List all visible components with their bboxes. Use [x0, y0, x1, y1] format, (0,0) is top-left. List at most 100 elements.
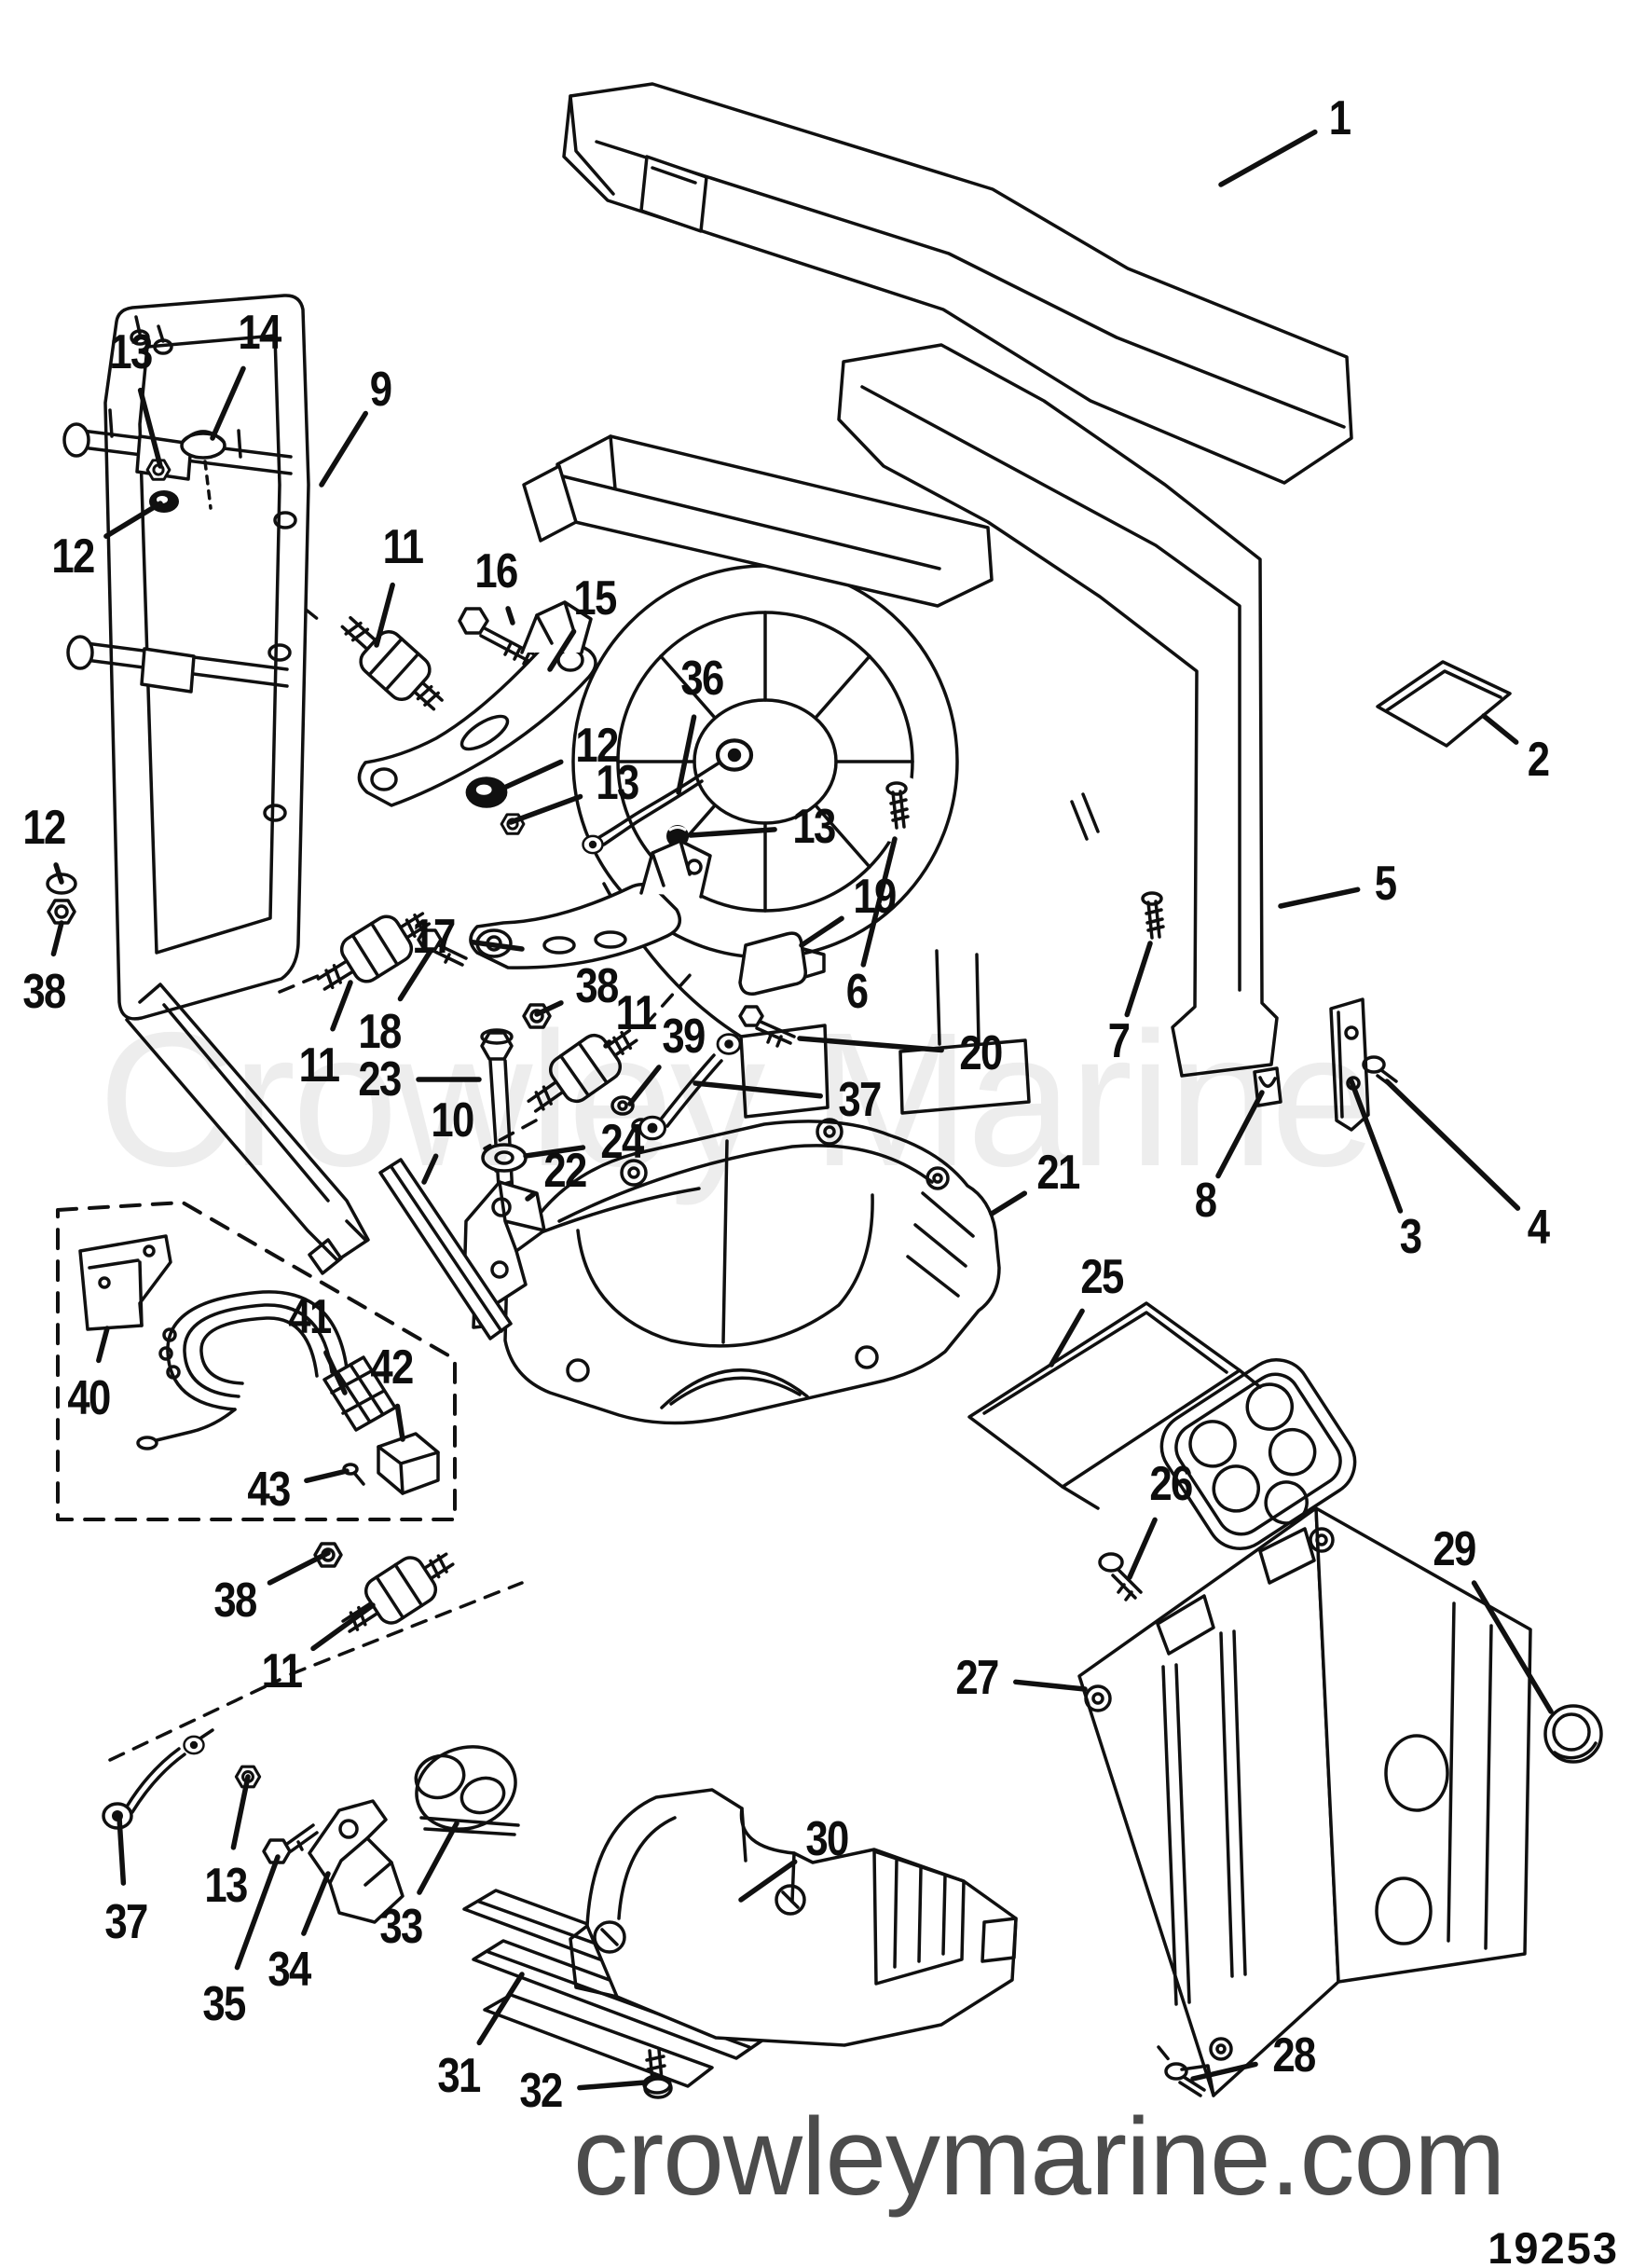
callout-21: 21 [1036, 1146, 1080, 1200]
leader-line-33 [417, 1821, 459, 1895]
part-35-bolt [262, 1823, 319, 1864]
part-42-relay [377, 1432, 440, 1495]
part-37-ground-wire-lower [125, 1728, 214, 1814]
leader-line-26 [1127, 1517, 1158, 1580]
callout-23: 23 [358, 1052, 402, 1107]
leader-line-40 [96, 1326, 110, 1364]
leader-line-19 [799, 915, 844, 948]
leader-line-29 [1471, 1580, 1554, 1714]
leader-line-2 [1481, 713, 1519, 745]
leader-line-22 [525, 1191, 537, 1202]
leader-line-11 [310, 1602, 376, 1652]
part-25-junction-box [967, 1301, 1357, 1550]
part-6-screw [865, 776, 932, 843]
callout-38: 38 [22, 965, 66, 1019]
leader-line-28 [1190, 2061, 1258, 2082]
leader-line-1 [1218, 129, 1318, 187]
leader-line-12 [491, 759, 564, 795]
callout-8: 8 [1194, 1174, 1217, 1228]
callout-37: 37 [838, 1073, 882, 1127]
callout-11: 11 [261, 1644, 304, 1698]
callout-13: 13 [109, 325, 153, 379]
callout-16: 16 [474, 544, 518, 598]
leader-line-13 [230, 1774, 251, 1850]
part-15-link-arm [357, 600, 597, 807]
leader-line-10 [421, 1153, 439, 1185]
leader-line-9 [319, 410, 368, 488]
leader-line-4 [1384, 1079, 1521, 1211]
website-watermark: crowleymarine.com [573, 2096, 1505, 2219]
callout-27: 27 [955, 1651, 999, 1705]
part-28-screw [1164, 2062, 1206, 2097]
leader-line-35 [234, 1854, 281, 1971]
callout-38: 38 [575, 959, 619, 1013]
callout-2: 2 [1527, 733, 1550, 787]
wiring-kit-dashed-box [56, 1201, 457, 1521]
leader-line-20 [797, 1036, 944, 1053]
leader-line-17 [469, 939, 525, 952]
callout-13: 13 [204, 1859, 248, 1913]
leader-line-11 [374, 582, 395, 648]
callout-22: 22 [543, 1144, 587, 1198]
leader-line-11 [603, 1039, 612, 1049]
callout-29: 29 [1433, 1522, 1476, 1576]
callout-1: 1 [1328, 91, 1351, 145]
diagram-number: 19253 [1488, 2223, 1619, 2268]
callout-35: 35 [202, 1977, 246, 2031]
callout-11: 11 [298, 1038, 341, 1093]
part-18-bolt [417, 928, 468, 967]
leader-line-37 [117, 1815, 127, 1886]
callout-38: 38 [213, 1574, 257, 1628]
callout-6: 6 [845, 965, 869, 1019]
part-37-ground-wire [658, 1053, 723, 1128]
callout-36: 36 [680, 652, 724, 706]
leader-line-32 [577, 2080, 648, 2091]
callout-34: 34 [267, 1943, 311, 1997]
leader-line-14 [210, 365, 246, 441]
callout-33: 33 [379, 1900, 423, 1954]
leader-line-39 [627, 1065, 662, 1107]
callout-39: 39 [662, 1010, 706, 1064]
callout-13: 13 [596, 756, 639, 810]
leader-line-7 [1124, 941, 1153, 1018]
leader-line-41 [323, 1350, 348, 1395]
callout-9: 9 [369, 363, 392, 417]
leader-line-24 [523, 1145, 586, 1159]
callout-12: 12 [22, 801, 66, 855]
callout-3: 3 [1399, 1210, 1422, 1264]
callout-26: 26 [1149, 1457, 1193, 1511]
callout-10: 10 [431, 1093, 474, 1148]
leader-line-11 [330, 980, 353, 1032]
callout-31: 31 [437, 2049, 481, 2103]
leader-line-5 [1278, 887, 1361, 909]
callout-20: 20 [959, 1026, 1003, 1080]
leader-line-38 [50, 920, 64, 957]
leader-line-43 [304, 1468, 350, 1484]
leader-line-3 [1349, 1079, 1404, 1214]
callout-11: 11 [615, 986, 658, 1040]
callout-5: 5 [1374, 857, 1397, 911]
leader-line-6 [860, 836, 898, 968]
part-20-screw [738, 1005, 796, 1048]
leader-line-13 [137, 387, 163, 469]
callout-17: 17 [412, 910, 456, 964]
leader-line-34 [301, 1871, 331, 1936]
callout-12: 12 [51, 529, 95, 584]
callout-12: 12 [575, 719, 619, 773]
part-1-top-cover [562, 82, 1353, 485]
callout-25: 25 [1080, 1250, 1124, 1304]
callout-4: 4 [1527, 1201, 1550, 1255]
part-26-bolt [1098, 1552, 1143, 1601]
leader-line-21 [989, 1190, 1028, 1216]
leader-line-31 [476, 1972, 525, 2046]
part-2-pad [1376, 660, 1512, 748]
leader-line-13 [688, 827, 777, 838]
part-29-grommet [1543, 1704, 1603, 1764]
callout-41: 41 [288, 1290, 332, 1344]
part-19-sleeve [738, 931, 826, 996]
leader-line-15 [547, 628, 577, 672]
leader-line-25 [1049, 1308, 1085, 1368]
leader-line-36 [676, 714, 697, 795]
